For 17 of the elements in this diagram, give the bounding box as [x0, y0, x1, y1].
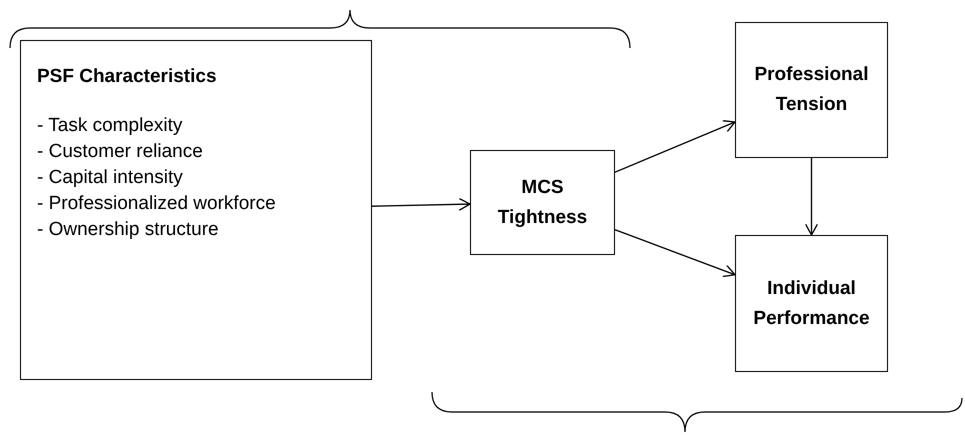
process-box: [470, 150, 615, 255]
list-item: - Customer reliance: [37, 140, 204, 164]
list-item: - Professionalized workforce: [37, 192, 277, 216]
box-heading: PSF Characteristics: [37, 65, 218, 89]
arrow: [614, 120, 736, 173]
process-box: [20, 40, 372, 380]
arrow: [372, 198, 471, 211]
arrow: [614, 229, 736, 278]
process-box: [735, 22, 888, 158]
box-label: Individual Performance: [752, 276, 871, 330]
list-item: - Task complexity: [37, 114, 184, 138]
box-label: MCS Tightness: [496, 176, 588, 230]
list-item: - Ownership structure: [37, 218, 220, 242]
box-label: Professional Tension: [753, 63, 870, 117]
list-item: - Capital intensity: [37, 166, 184, 190]
arrow: [804, 158, 818, 236]
process-box: [735, 235, 888, 372]
